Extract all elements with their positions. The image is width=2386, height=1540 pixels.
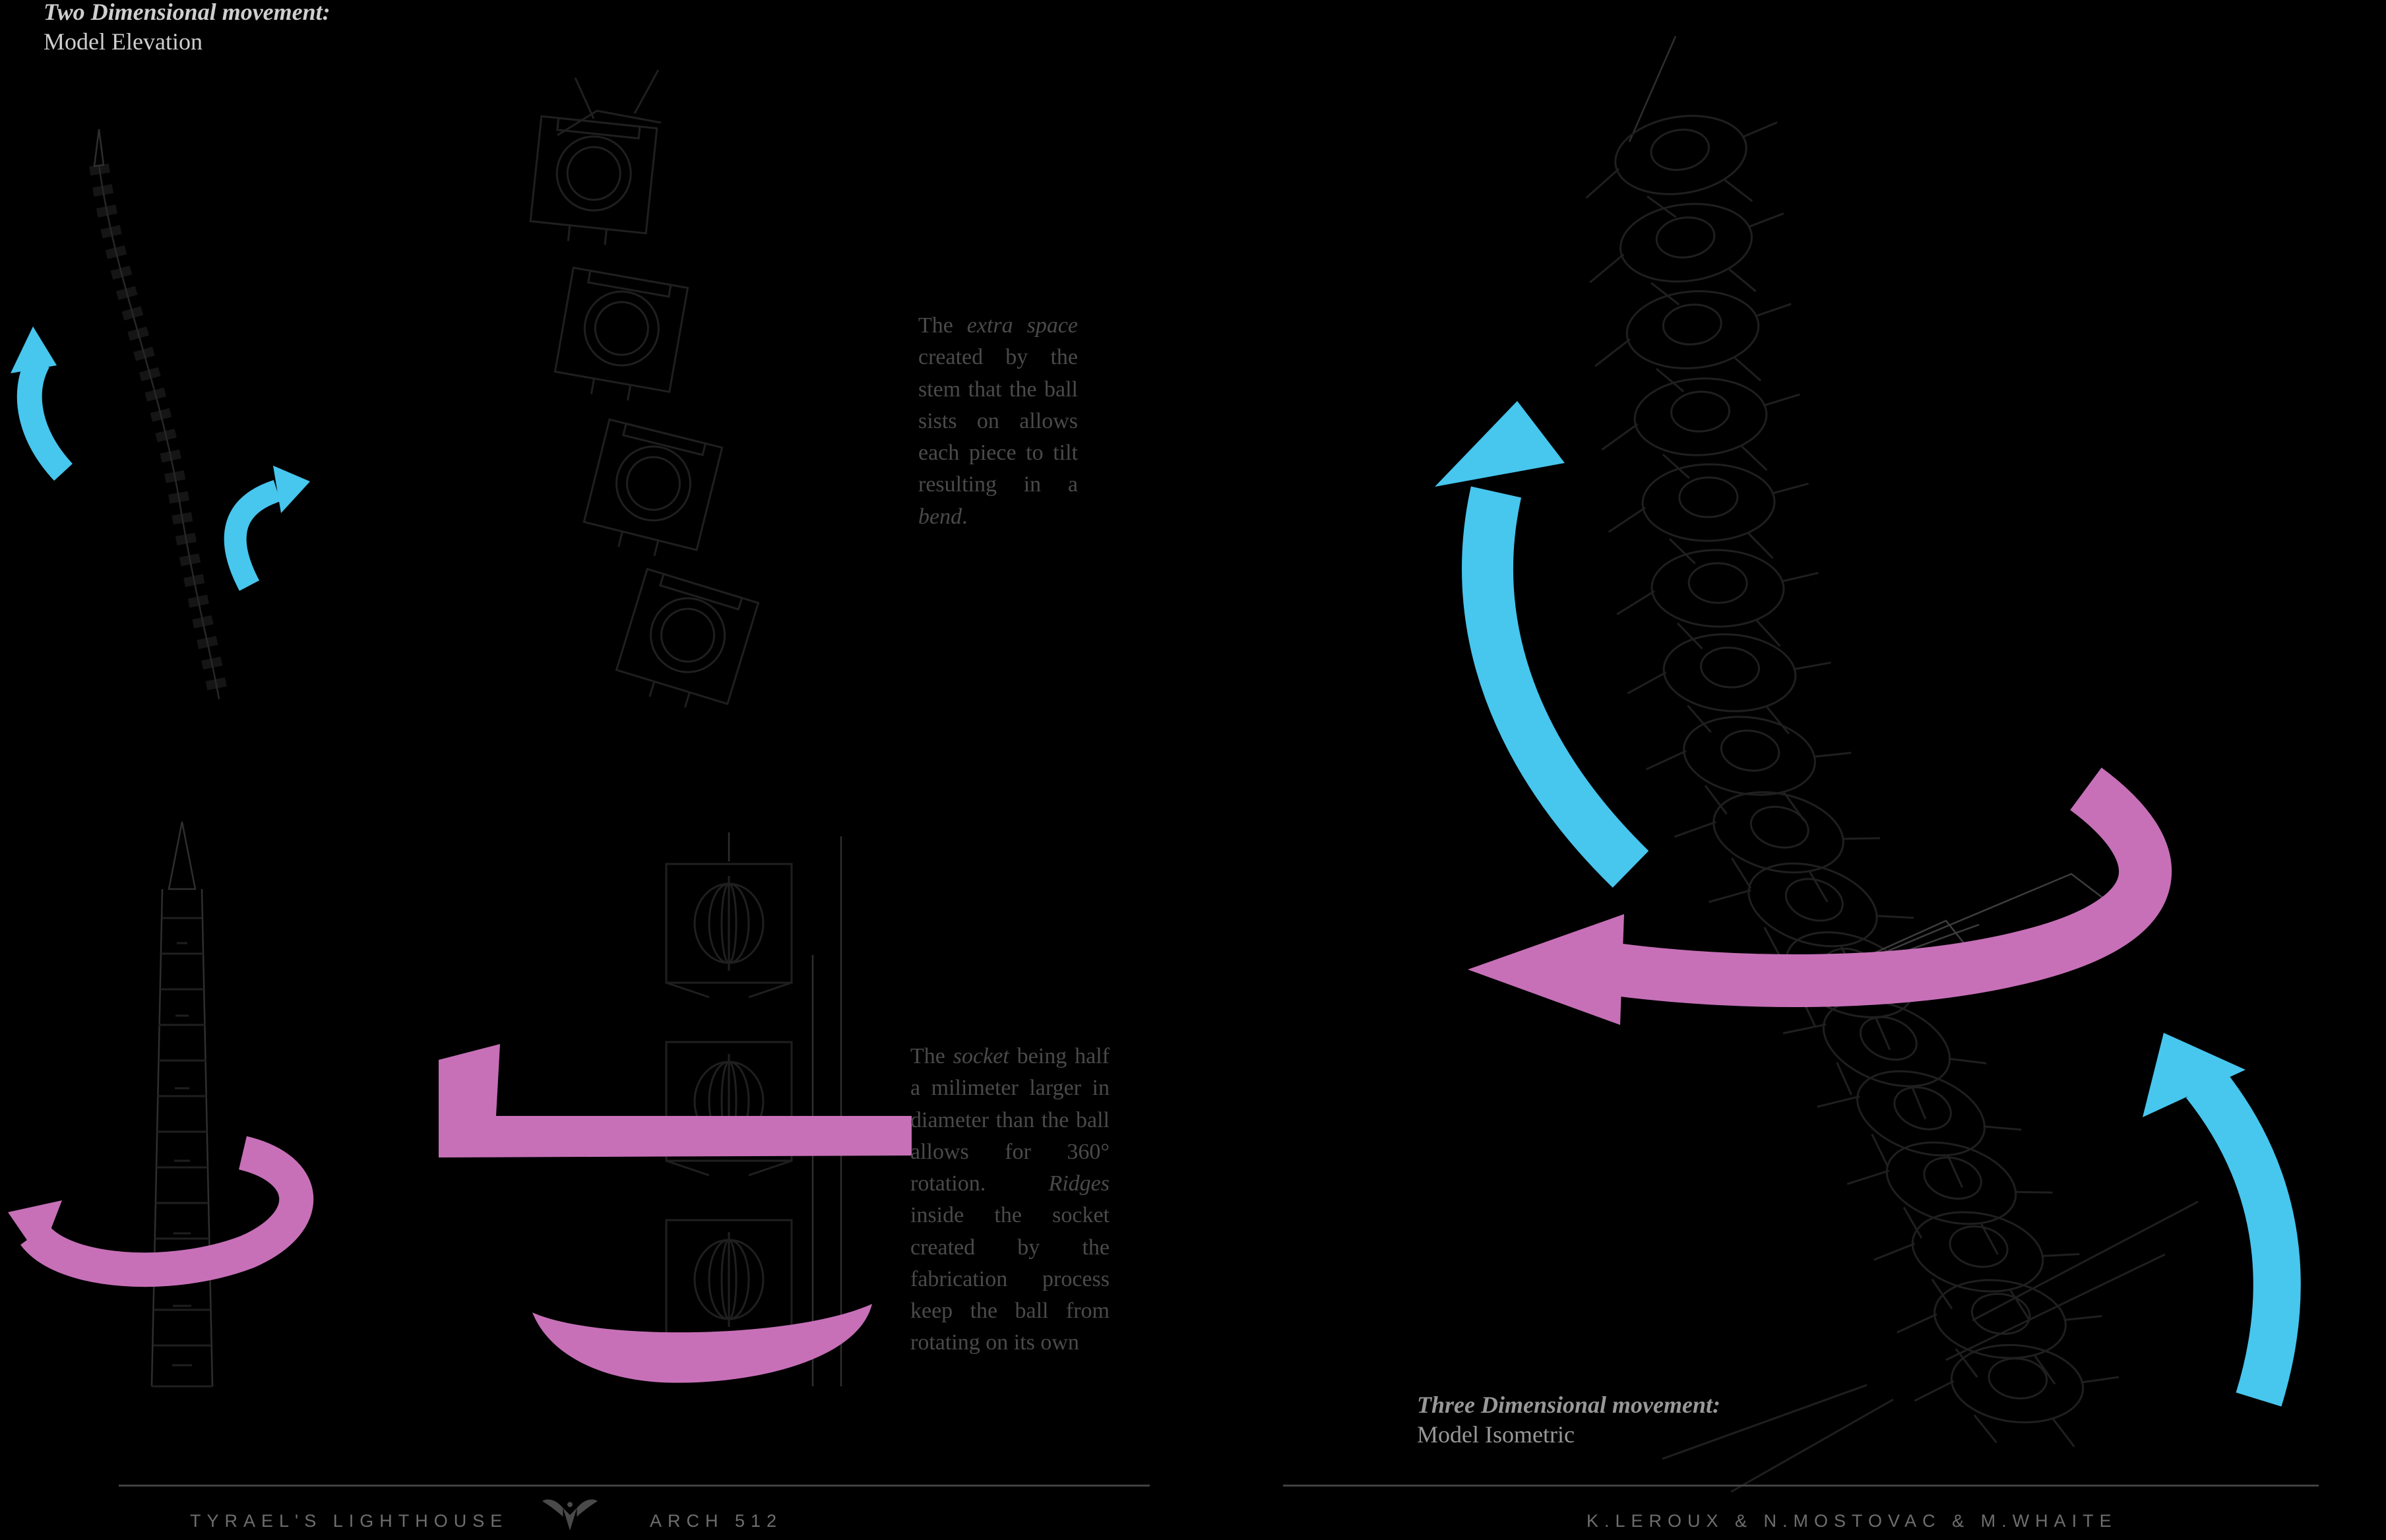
- spine-rotation-arrow-icon: [1468, 767, 2172, 1025]
- caption-elevation-title: Two Dimensional movement:: [44, 0, 330, 25]
- straight-tower-elevation-drawing: [150, 821, 214, 1388]
- bent-tower-elevation-drawing: [89, 129, 229, 701]
- section-module-stack-drawing: [665, 832, 842, 1386]
- annotation-socket-emphasis: socket: [953, 1044, 1009, 1068]
- spine-sweep-arrow-up-icon: [1435, 401, 1649, 888]
- flat-rotation-arrow-icon: [439, 1044, 912, 1157]
- bend-arrow-large-icon: [11, 326, 73, 481]
- tilted-module-stack-drawing: [528, 69, 760, 720]
- isometric-spine-drawing: [1575, 36, 2199, 1493]
- annotation-bend-emphasis: extra space: [966, 313, 1078, 338]
- annotation-socket-text: being half a milimeter larger in diamete…: [910, 1044, 1110, 1196]
- footer-rule-left: [119, 1485, 1150, 1487]
- annotation-socket-emphasis: Ridges: [1048, 1171, 1110, 1196]
- annotation-bend: The extra space created by the stem that…: [918, 310, 1078, 533]
- spine-sweep-arrow-right-icon: [2143, 1033, 2301, 1407]
- caption-elevation-subtitle: Model Elevation: [44, 28, 203, 55]
- caption-elevation: Two Dimensional movement: Model Elevatio…: [44, 0, 330, 57]
- annotation-bend-emphasis: bend: [918, 504, 962, 529]
- footer-authors-label: K.LEROUX & N.MOSTOVAC & M.WHAITE: [1586, 1511, 2118, 1531]
- wings-logo-icon: [542, 1499, 598, 1531]
- annotation-socket-text: inside the socket created by the fabrica…: [910, 1203, 1110, 1355]
- bend-arrow-small-icon: [224, 466, 310, 591]
- annotation-bend-text: created by the stem that the ball sists …: [918, 345, 1078, 497]
- socket-crescent-icon: [532, 1304, 872, 1383]
- annotation-bend-text: The: [918, 313, 967, 338]
- annotation-socket: The socket being half a milimeter larger…: [910, 1041, 1110, 1359]
- caption-isometric-title: Three Dimensional movement:: [1417, 1392, 1720, 1418]
- annotation-bend-text: .: [962, 504, 968, 529]
- caption-isometric-subtitle: Model Isometric: [1417, 1421, 1575, 1448]
- footer-rule-right: [1283, 1485, 2319, 1487]
- footer-course-label: ARCH 512: [650, 1511, 783, 1531]
- caption-isometric: Three Dimensional movement: Model Isomet…: [1417, 1390, 1720, 1450]
- rotation-loop-arrow-icon: [8, 1136, 314, 1287]
- footer-project-title: TYRAEL'S LIGHTHOUSE: [190, 1511, 509, 1531]
- annotation-socket-text: The: [910, 1044, 953, 1068]
